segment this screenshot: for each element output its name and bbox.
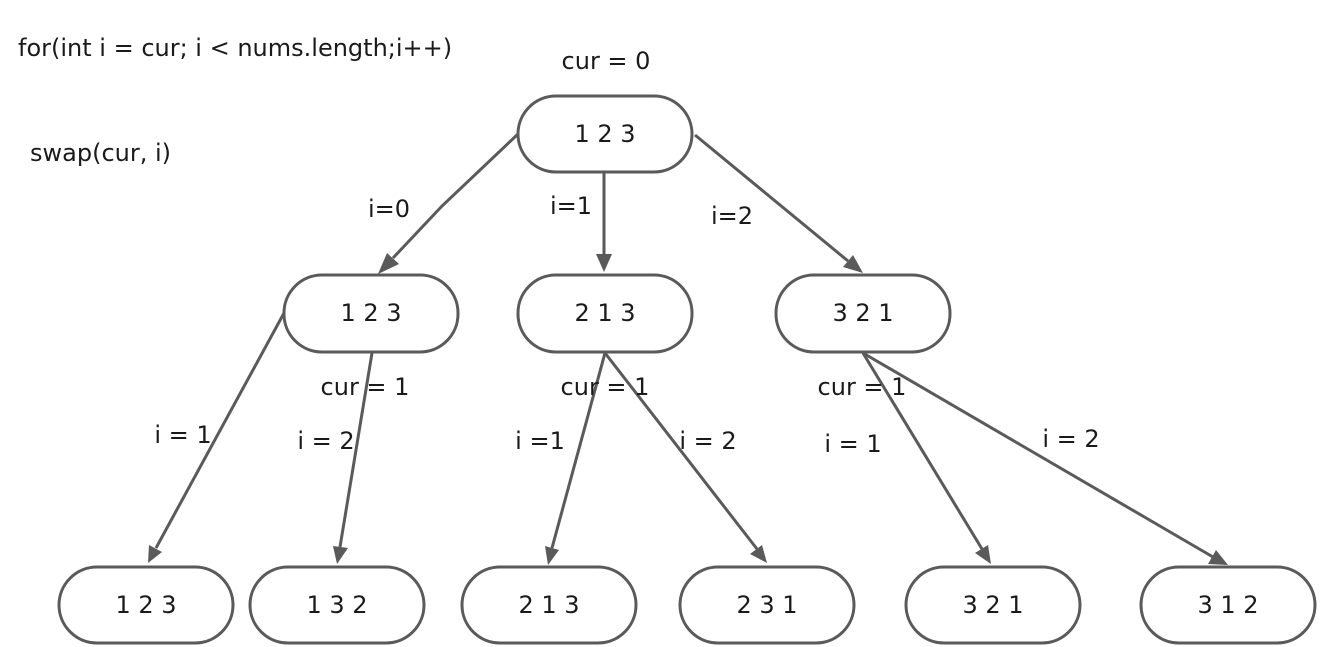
edge-label-root-1: i=1 — [550, 192, 592, 220]
node-level1-2: 2 1 3 — [516, 273, 694, 354]
edges — [148, 132, 1228, 565]
cur-label-left: cur = 1 — [321, 373, 410, 401]
node-label: 3 2 1 — [832, 299, 893, 327]
node-level1-3: 3 2 1 — [774, 273, 952, 354]
cur-label-middle: cur = 1 — [561, 373, 650, 401]
node-label: 2 1 3 — [518, 591, 579, 619]
edge-label-left-0: i = 1 — [154, 421, 211, 449]
node-label: 1 2 3 — [340, 299, 401, 327]
node-level2-2: 1 3 2 — [248, 565, 426, 645]
edge-root-to-node-3 — [694, 133, 863, 273]
edge-label-left-1: i = 2 — [297, 427, 354, 455]
cur-label-root: cur = 0 — [562, 47, 651, 75]
edge-left-to-leaf-2 — [333, 352, 374, 564]
node-label: 1 2 3 — [574, 120, 635, 148]
edge-label-root-2: i=2 — [711, 202, 753, 230]
edge-middle-to-leaf-4 — [603, 352, 767, 563]
node-label: 2 1 3 — [574, 299, 635, 327]
edge-label-root-0: i=0 — [368, 195, 410, 223]
edge-root-to-node-2 — [596, 172, 612, 272]
node-label: 1 3 2 — [306, 591, 367, 619]
cur-label-right: cur = 1 — [818, 373, 907, 401]
node-level2-5: 3 2 1 — [904, 565, 1082, 645]
node-level2-6: 3 1 2 — [1139, 565, 1317, 645]
edge-root-to-node-1 — [378, 132, 520, 274]
node-level1-1: 1 2 3 — [282, 273, 460, 354]
edge-left-to-leaf-1 — [148, 312, 286, 563]
edge-label-middle-0: i =1 — [515, 427, 565, 455]
node-label: 1 2 3 — [115, 591, 176, 619]
node-level2-4: 2 3 1 — [678, 565, 856, 645]
node-level2-1: 1 2 3 — [57, 565, 235, 645]
edge-middle-to-leaf-3 — [545, 352, 607, 565]
edge-label-middle-1: i = 2 — [679, 427, 736, 455]
loop-note: for(int i = cur; i < nums.length;i++) — [18, 34, 452, 62]
edge-label-right-1: i = 2 — [1042, 425, 1099, 453]
edge-right-to-leaf-6 — [862, 351, 1228, 565]
node-label: 2 3 1 — [736, 591, 797, 619]
node-level2-3: 2 1 3 — [460, 565, 638, 645]
node-label: 3 1 2 — [1197, 591, 1258, 619]
edge-right-to-leaf-5 — [861, 352, 991, 564]
node-label: 3 2 1 — [962, 591, 1023, 619]
swap-note: swap(cur, i) — [30, 139, 171, 167]
node-root: 1 2 3 — [516, 94, 694, 174]
edge-label-right-0: i = 1 — [824, 430, 881, 458]
